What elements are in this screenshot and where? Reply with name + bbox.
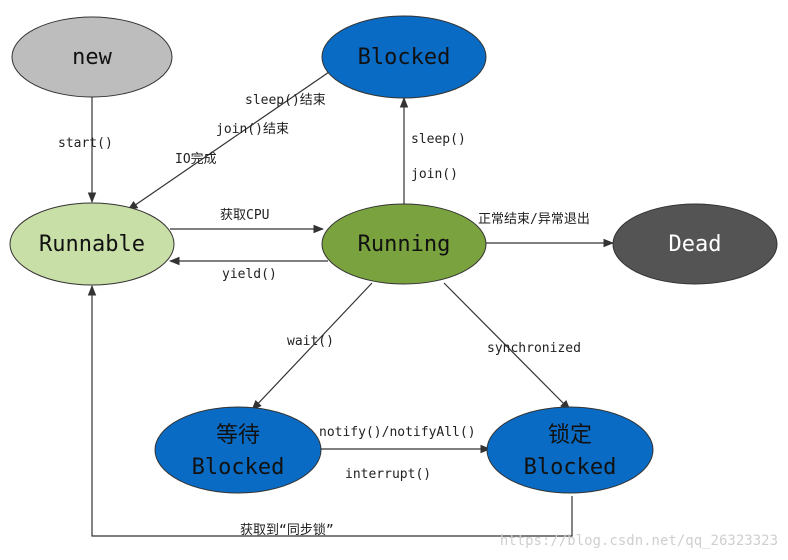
state-lock-blocked-shape [486, 406, 654, 494]
state-runnable-label: Runnable [39, 232, 145, 257]
state-blocked-top-label: Blocked [358, 45, 451, 70]
state-dead: Dead [612, 203, 778, 285]
edge-label-yield: yield() [222, 267, 277, 282]
state-dead-shape [612, 203, 778, 285]
edge-label-join-end: join()结束 [216, 122, 289, 137]
state-runnable-shape [9, 202, 175, 286]
edge-label-get-cpu: 获取CPU [220, 208, 269, 223]
edge-wait [251, 282, 373, 411]
edge-blocked-to-runnable [127, 69, 333, 211]
edge-label-sleep: sleep() [411, 132, 466, 147]
edge-label-wait: wait() [287, 334, 334, 349]
state-lock-blocked-label-line1: 锁定 [548, 423, 592, 448]
edge-label-join: join() [411, 167, 458, 182]
state-new: new [11, 16, 173, 98]
watermark: https://blog.csdn.net/qq_26323323 [500, 533, 778, 549]
edge-label-notify: notify()/notifyAll() [319, 425, 476, 440]
edge-label-normal-exit: 正常结束/异常退出 [478, 212, 590, 227]
edge-label-io-done: IO完成 [175, 152, 217, 167]
edge-label-synchronized: synchronized [487, 341, 581, 356]
state-runnable: Runnable [9, 202, 175, 286]
state-waiting-blocked: 等待 Blocked [154, 406, 322, 494]
state-running-label: Running [358, 232, 451, 257]
state-waiting-blocked-shape [154, 406, 322, 494]
edge-label-sleep-end: sleep()结束 [245, 93, 326, 108]
state-blocked-top: Blocked [321, 15, 487, 99]
state-lock-blocked-label-line2: Blocked [524, 455, 617, 480]
state-new-shape [11, 16, 173, 98]
edge-synchronized [443, 282, 571, 411]
state-waiting-blocked-label-line1: 等待 [216, 423, 260, 448]
state-running-shape [321, 203, 487, 285]
state-waiting-blocked-label-line2: Blocked [192, 455, 285, 480]
state-new-label: new [72, 45, 112, 70]
state-lock-blocked: 锁定 Blocked [486, 406, 654, 494]
state-blocked-top-shape [321, 15, 487, 99]
edge-label-interrupt: interrupt() [345, 467, 431, 482]
edge-label-start: start() [58, 136, 113, 151]
edge-label-acquire-lock: 获取到“同步锁” [240, 522, 334, 538]
state-dead-label: Dead [669, 232, 722, 257]
state-running: Running [321, 203, 487, 285]
edge-acquire-lock [87, 284, 573, 537]
